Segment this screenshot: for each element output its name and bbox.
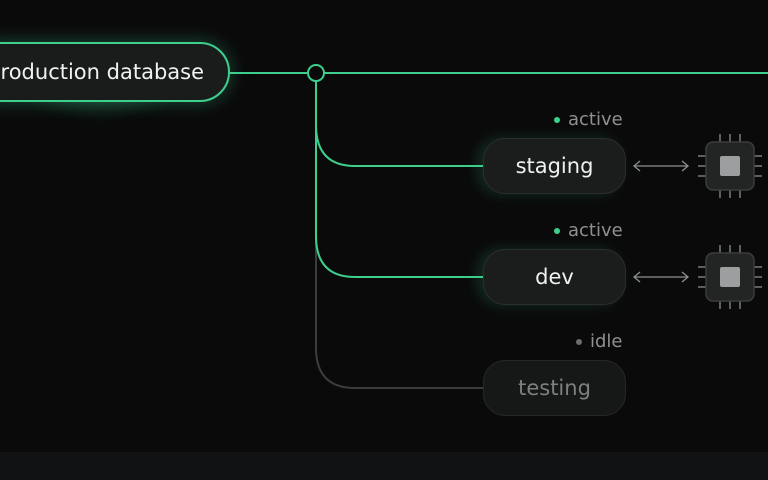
status-dot-icon — [554, 227, 560, 234]
branch-testing[interactable]: testing — [483, 360, 626, 416]
testing-status: idle — [576, 331, 623, 352]
testing-connector — [315, 347, 484, 389]
production-database-node[interactable]: roduction database — [0, 42, 230, 102]
double-arrow-icon — [632, 160, 690, 172]
bottom-band — [0, 452, 768, 480]
dev-status: active — [554, 220, 623, 241]
staging-connector — [315, 124, 484, 167]
branch-testing-label: testing — [518, 376, 591, 400]
dev-status-label: active — [568, 220, 623, 241]
status-dot-icon — [576, 338, 582, 345]
cpu-chip-icon — [698, 245, 762, 309]
dev-connector — [315, 235, 484, 278]
cpu-chip-icon — [698, 134, 762, 198]
branch-dev[interactable]: dev — [483, 249, 626, 305]
double-arrow-icon — [632, 271, 690, 283]
junction-node — [307, 64, 325, 82]
production-database-label: roduction database — [0, 60, 204, 84]
staging-status-label: active — [568, 109, 623, 130]
testing-status-label: idle — [590, 331, 623, 352]
branch-staging-label: staging — [515, 154, 594, 178]
staging-status: active — [554, 109, 623, 130]
status-dot-icon — [554, 116, 560, 123]
branch-staging[interactable]: staging — [483, 138, 626, 194]
branch-dev-label: dev — [535, 265, 574, 289]
